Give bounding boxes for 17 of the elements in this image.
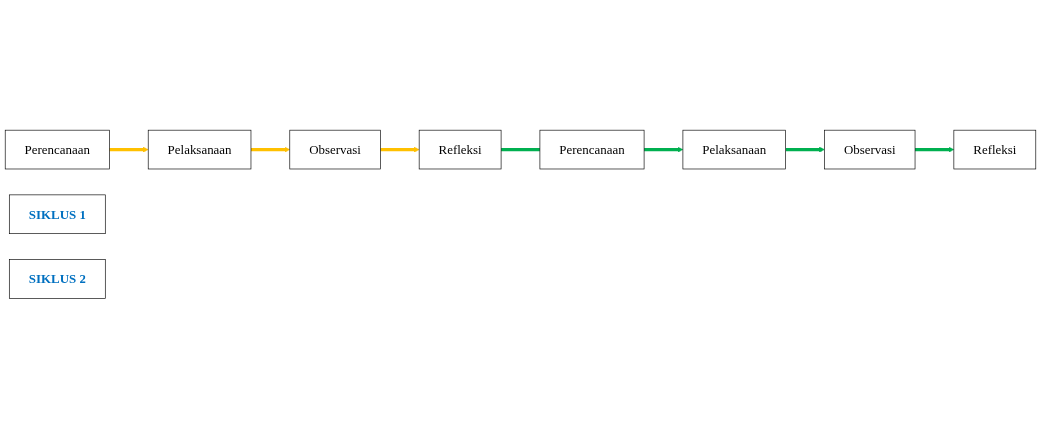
node-box: SIKLUS 1 [9, 194, 106, 235]
node-box: Perencanaan [4, 130, 110, 170]
node-box: Observasi [289, 130, 381, 170]
node-box: Refleksi [418, 130, 502, 170]
node-box: Refleksi [953, 130, 1037, 170]
node-box: SIKLUS 2 [9, 259, 106, 299]
arrow [644, 146, 684, 153]
arrow [915, 146, 955, 153]
node-box: Perencanaan [539, 130, 645, 170]
arrow [785, 146, 825, 153]
arrow [109, 146, 149, 153]
arrow [250, 146, 291, 153]
arrow [380, 146, 420, 153]
connector [501, 148, 540, 152]
node-box: Pelaksanaan [682, 130, 786, 170]
node-box: Pelaksanaan [147, 130, 252, 170]
node-box: Observasi [824, 130, 916, 170]
